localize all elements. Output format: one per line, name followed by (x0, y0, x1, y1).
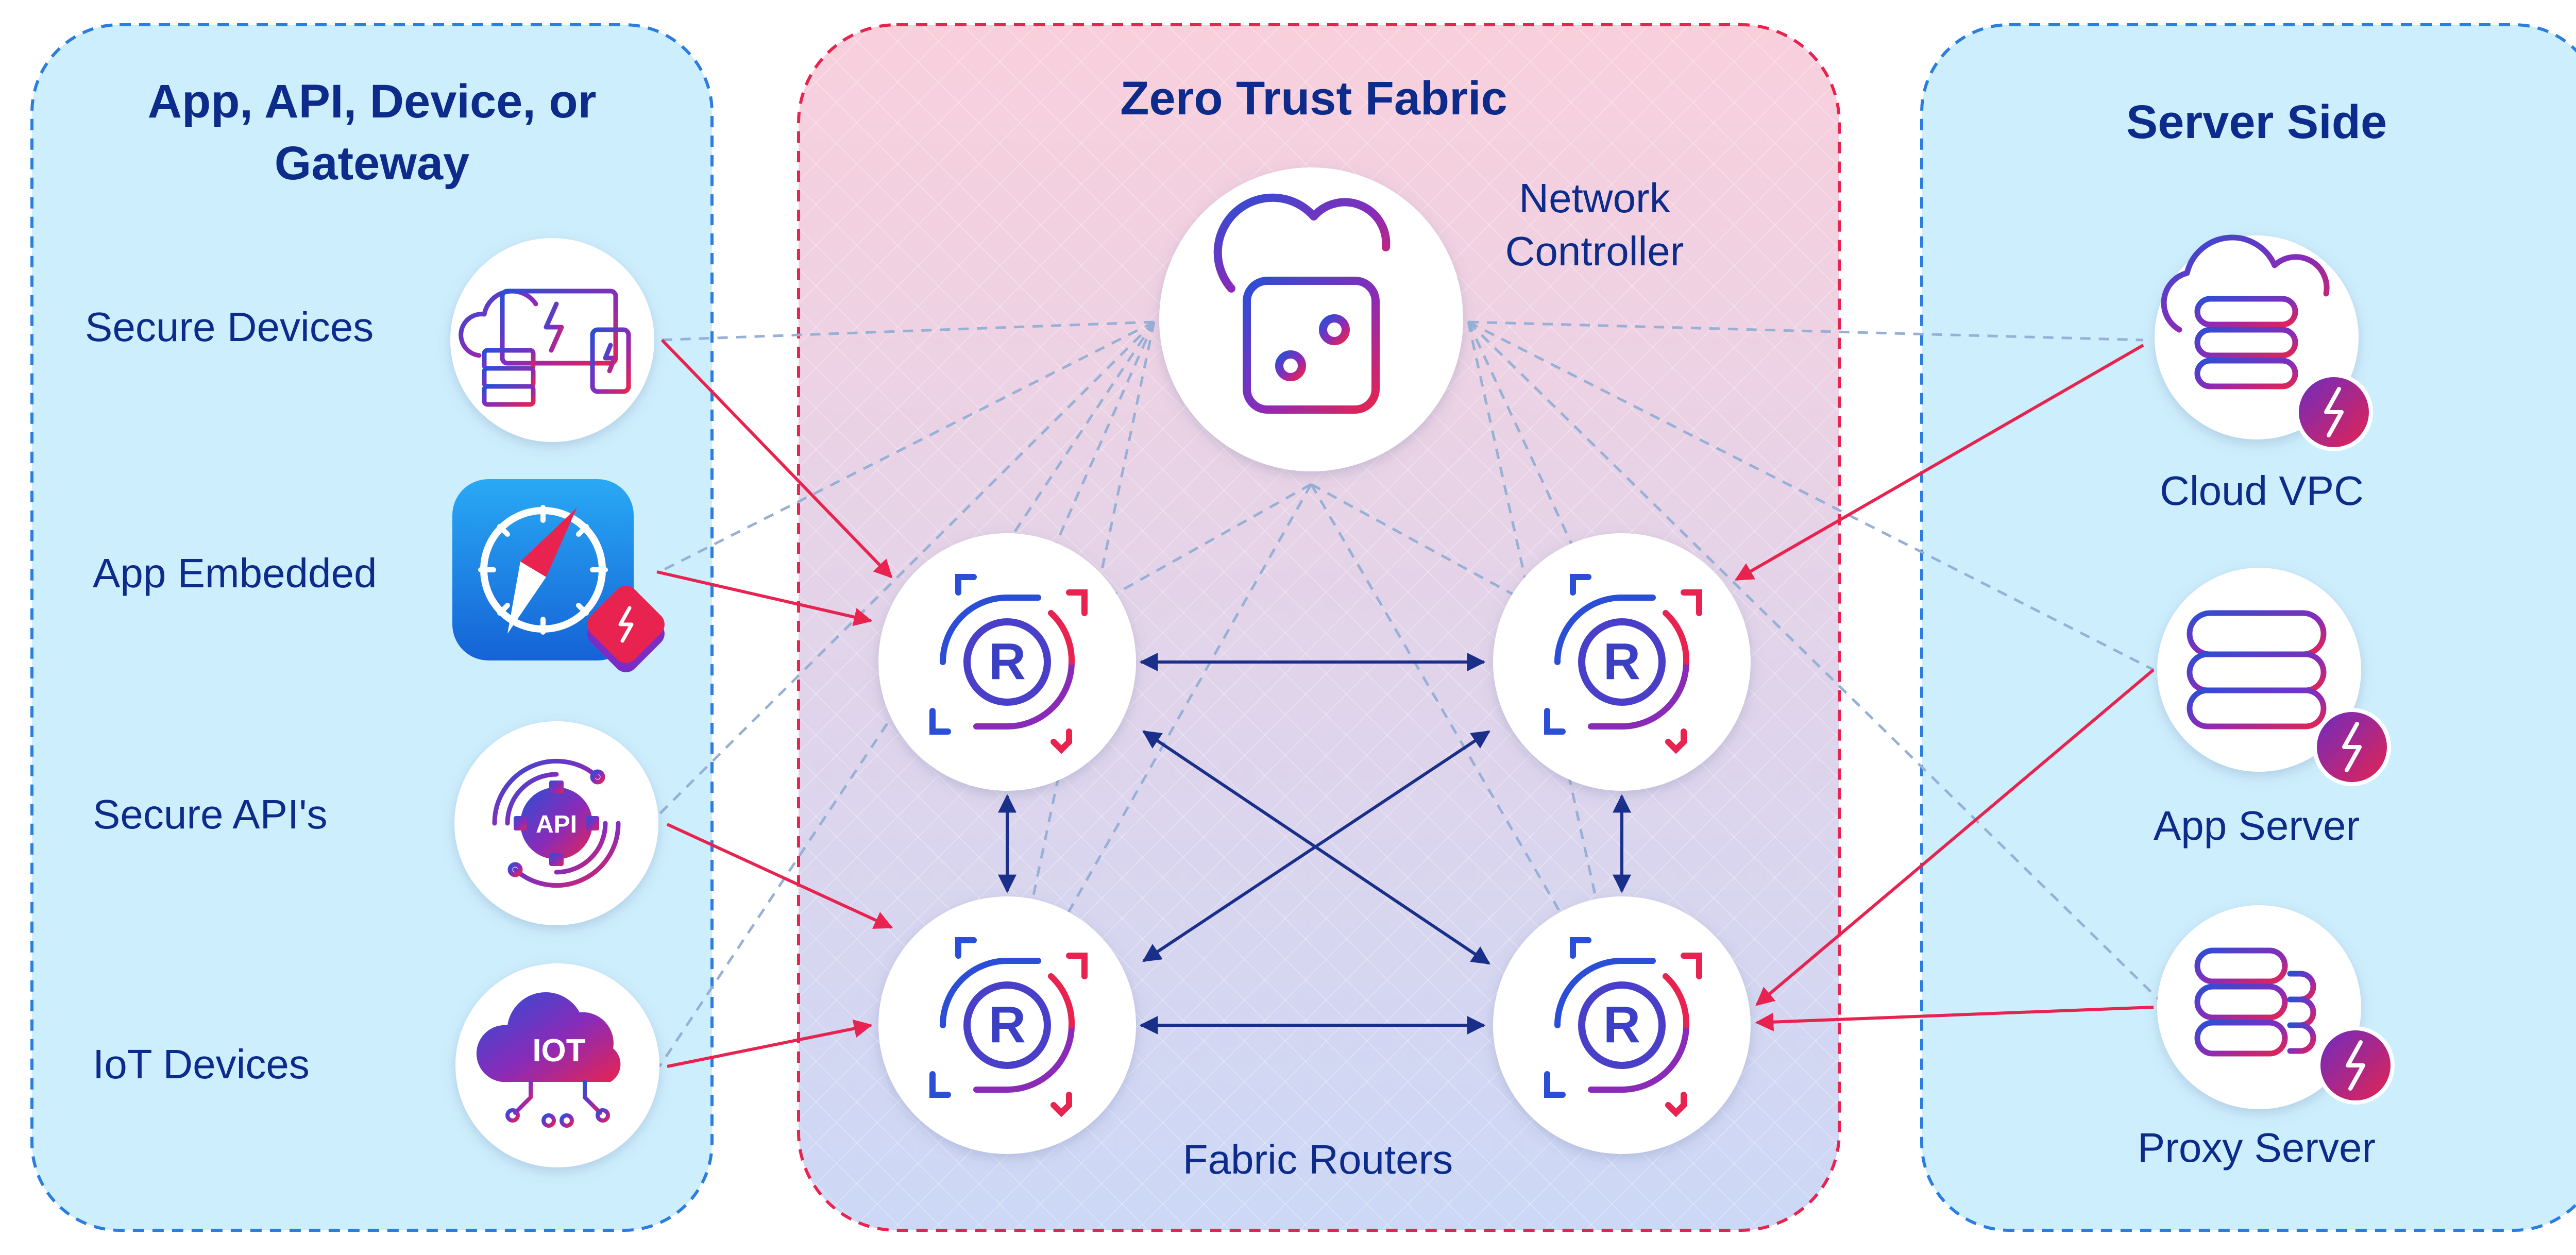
devices-icon (450, 238, 654, 442)
label-cloud-vpc: Cloud VPC (2160, 468, 2364, 514)
label-proxy-server: Proxy Server (2138, 1125, 2376, 1171)
label-app-server: App Server (2154, 803, 2360, 849)
api-icon-text: API (536, 811, 577, 838)
iot-icon-text: IOT (532, 1033, 585, 1069)
server-side-title: Server Side (2126, 96, 2387, 148)
label-app-embedded: App Embedded (93, 550, 377, 596)
api-gear-icon: API (454, 721, 658, 925)
iot-cloud-icon: IOT (455, 963, 659, 1167)
router-letter: R (1603, 996, 1640, 1054)
left-panel-title-line2: Gateway (275, 137, 469, 190)
router-letter: R (1603, 633, 1640, 690)
controller-label-line1: Network (1519, 175, 1670, 221)
fabric-title: Zero Trust Fabric (1120, 72, 1507, 125)
edge-arrows (656, 338, 2155, 1068)
left-panel-title-line1: App, API, Device, or (148, 75, 597, 128)
router-bottom-left: R (878, 896, 1136, 1154)
router-top-right: R (1493, 533, 1751, 791)
controller-sliders-icon (1213, 193, 1391, 414)
app-server-icon (2157, 568, 2391, 786)
proxy-server-icon (2157, 905, 2395, 1109)
router-mesh (998, 653, 1631, 1034)
compass-app-icon (452, 479, 665, 672)
cloud-server-icon (2155, 234, 2373, 451)
fabric-routers-label: Fabric Routers (1183, 1137, 1453, 1182)
label-secure-apis: Secure API's (93, 791, 328, 837)
router-bottom-right: R (1493, 896, 1751, 1154)
label-iot-devices: IoT Devices (93, 1041, 310, 1087)
controller-label-line2: Controller (1505, 228, 1684, 274)
network-controller (1159, 167, 1463, 471)
router-letter: R (989, 996, 1026, 1054)
router-letter: R (989, 633, 1026, 690)
label-secure-devices: Secure Devices (85, 304, 374, 350)
router-top-left: R (878, 533, 1136, 791)
